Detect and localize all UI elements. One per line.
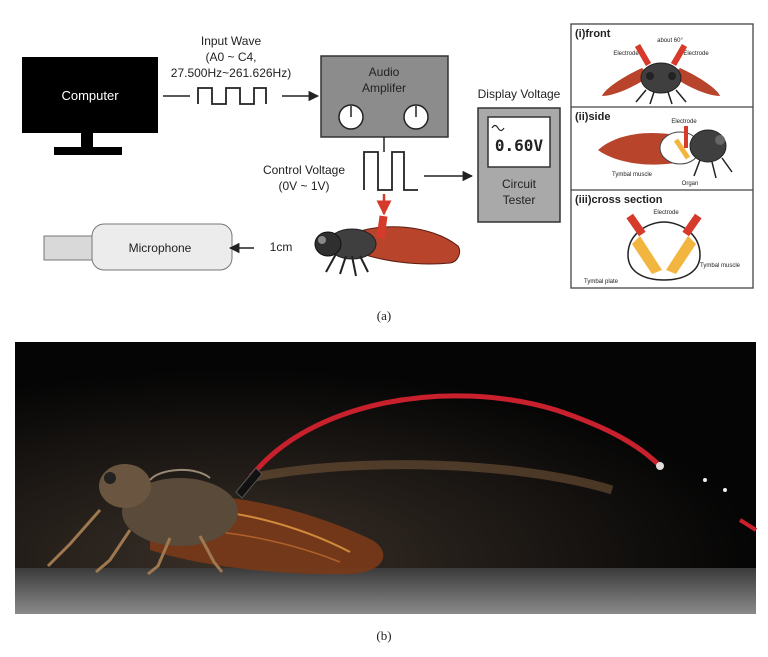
cross-electrode-label: Electrode — [653, 210, 679, 216]
input-wave-title: Input Wave — [201, 34, 262, 48]
microphone: Microphone — [43, 223, 233, 271]
inset-cross-section: (iii)cross section Electrode Tymbal musc… — [575, 194, 741, 285]
circuit-tester: 0.60V Circuit Tester — [477, 107, 561, 223]
control-voltage-title: Control Voltage — [263, 163, 345, 177]
red-wire — [248, 393, 662, 480]
input-square-wave — [197, 87, 267, 105]
cicada-photo — [15, 342, 758, 614]
inset-front: (i)front about 60° Electrode Electrode — [575, 28, 720, 105]
amplifier-label-1: Audio — [369, 65, 400, 79]
inset-frame — [570, 23, 754, 289]
control-voltage-range: (0V ~ 1V) — [278, 179, 329, 193]
side-organ-label: Organ — [682, 181, 699, 187]
front-angle-label: about 60° — [657, 38, 683, 44]
front-electrode-right: Electrode — [683, 51, 709, 57]
audio-amplifier: Audio Amplifer — [320, 55, 449, 138]
display-voltage-title: Display Voltage — [478, 87, 561, 101]
input-wave-range-2: 27.500Hz~261.626Hz) — [171, 66, 291, 80]
inset-side: (ii)side Electrode Tymbal muscle Organ — [575, 111, 733, 187]
front-electrode-left: Electrode — [613, 51, 639, 57]
cross-electrode-left-mark — [626, 213, 646, 237]
side-electrode-label: Electrode — [671, 119, 697, 125]
side-tymbal-muscle-label: Tymbal muscle — [612, 172, 653, 178]
amplifier-knob-left — [338, 104, 364, 130]
electrode-main — [376, 215, 388, 239]
sine-icon — [491, 124, 505, 132]
inset-cross-title: (iii)cross section — [575, 194, 663, 206]
microphone-label: Microphone — [129, 241, 192, 255]
caption-a: (a) — [377, 308, 391, 323]
inset-side-title: (ii)side — [575, 111, 610, 123]
amplifier-label-2: Amplifer — [362, 81, 406, 95]
control-square-wave — [363, 151, 418, 191]
distance-label: 1cm — [270, 240, 293, 254]
cicada-illustration — [314, 215, 461, 277]
side-electrode-mark — [684, 126, 688, 148]
tester-label-1: Circuit — [502, 177, 537, 191]
cross-electrode-right-mark — [682, 213, 702, 237]
caption-b: (b) — [376, 628, 391, 643]
computer: Computer — [22, 57, 158, 155]
amplifier-knob-right — [403, 104, 429, 130]
display-reading: 0.60V — [495, 136, 544, 155]
cross-tymbal-muscle-label: Tymbal muscle — [700, 263, 741, 269]
input-wave-range-1: (A0 ~ C4, — [205, 50, 256, 64]
front-electrode-right-mark — [670, 43, 688, 67]
tester-label-2: Tester — [503, 193, 536, 207]
cross-tymbal-plate-label: Tymbal plate — [584, 279, 619, 285]
front-electrode-left-mark — [634, 43, 652, 67]
inset-front-title: (i)front — [575, 28, 611, 40]
computer-label: Computer — [61, 88, 119, 103]
